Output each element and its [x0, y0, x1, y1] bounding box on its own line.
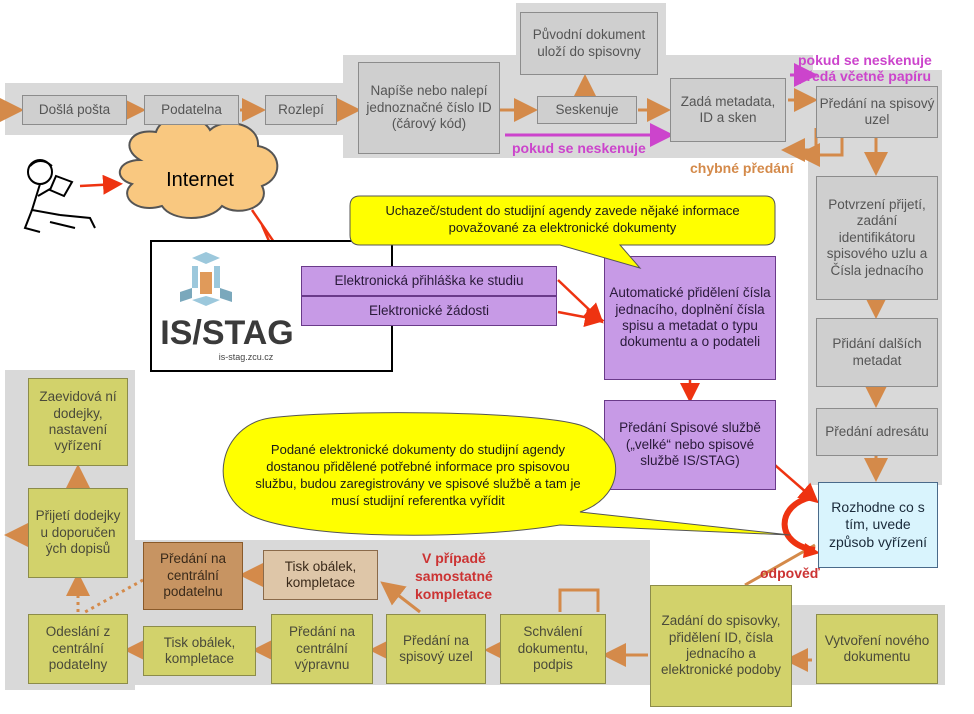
node-schvaleni: Schválení dokumentu, podpis — [500, 614, 606, 684]
label-samostatne-3: kompletace — [415, 586, 493, 602]
reader-figure-icon — [23, 159, 96, 233]
label-chybne: chybné předání — [690, 160, 794, 176]
node-zadani-spisovky: Zadání do spisovky, přidělení ID, čísla … — [650, 585, 792, 707]
isstag-logo-url: is-stag.zcu.cz — [218, 351, 274, 362]
node-odeslani: Odeslání z centrální podatelny — [28, 614, 128, 684]
label-preda-papir: předá včetně papíru — [798, 68, 932, 84]
label-samostatne-2: samostatné — [415, 568, 493, 584]
node-eprihlaska: Elektronická přihláška ke studiu — [301, 266, 557, 296]
node-predani-spisove-sluzbe: Předání Spisové službě („velké“ nebo spi… — [604, 400, 776, 490]
node-zaevidovani: Zaevidová ní dodejky, nastavení vyřízení — [28, 378, 128, 466]
isstag-logo-icon — [180, 252, 232, 306]
node-predani-vypravnu: Předání na centrální výpravnu — [271, 614, 373, 684]
node-predani-spisovy-uzel: Předání na spisový uzel — [816, 86, 938, 138]
node-seskenuje: Seskenuje — [537, 96, 637, 124]
node-puvodni: Původní dokument uloží do spisovny — [520, 12, 658, 75]
node-podatelna: Podatelna — [144, 95, 239, 125]
isstag-logo-text: IS/STAG — [160, 314, 294, 353]
callout-bottom: Podané elektronické dokumenty do studijn… — [255, 442, 581, 508]
node-predani-spis-uzel2: Předání na spisový uzel — [386, 614, 486, 684]
node-automaticke: Automatické přidělení čísla jednacího, d… — [604, 256, 776, 380]
label-pokud-neskenuje-2: pokud se neskenuje — [512, 140, 646, 156]
node-predani-podatelnu: Předání na centrální podatelnu — [143, 542, 243, 610]
node-tisk-obalek-2: Tisk obálek, kompletace — [263, 550, 378, 600]
node-dosla-posta: Došlá pošta — [22, 95, 127, 125]
node-vytvoreni: Vytvoření nového dokumentu — [816, 614, 938, 684]
node-tisk-obalek-1: Tisk obálek, kompletace — [143, 626, 256, 676]
node-predani-adresatu: Předání adresátu — [816, 408, 938, 456]
node-prijeti-dodejky: Přijetí dodejky u doporučen ých dopisů — [28, 488, 128, 578]
node-napise: Napíše nebo nalepí jednoznačné číslo ID … — [358, 62, 500, 154]
label-samostatne-1: V případě — [422, 550, 486, 566]
node-rozlepi: Rozlepí — [265, 95, 337, 125]
label-pokud-neskenuje-1: pokud se neskenuje — [798, 52, 932, 68]
node-zada-metadata: Zadá metadata, ID a sken — [670, 78, 786, 142]
node-rozhodne: Rozhodne co s tím, uvede způsob vyřízení — [818, 482, 938, 568]
label-odpoved: odpověď — [760, 565, 820, 581]
node-pridani-metadat: Přidání dalších metadat — [816, 318, 938, 387]
internet-label: Internet — [166, 168, 234, 191]
callout-top: Uchazeč/student do studijní agendy zaved… — [385, 203, 740, 235]
node-ezadosti: Elektronické žádosti — [301, 296, 557, 326]
node-potvrzeni: Potvrzení přijetí, zadání identifikátoru… — [816, 176, 938, 300]
